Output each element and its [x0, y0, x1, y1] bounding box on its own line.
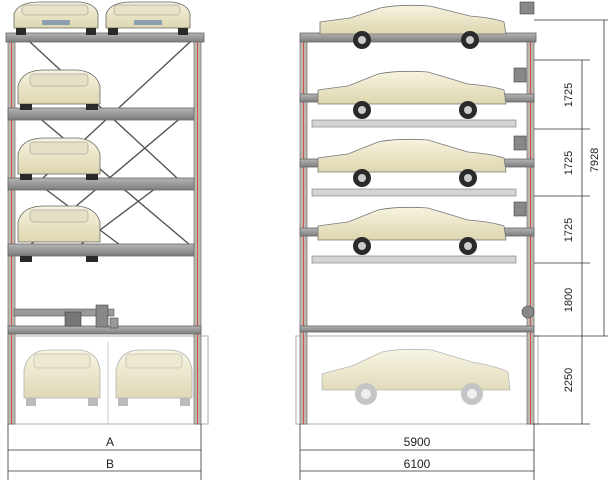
side-lift-mechanisms [513, 1, 535, 319]
level-height-4: 1800 [563, 288, 575, 312]
front-width-label-b: B [106, 457, 114, 471]
front-top-car-left [13, 1, 99, 35]
front-dimensions [7, 424, 202, 480]
side-car-top [319, 4, 507, 49]
front-level-car-2 [17, 137, 101, 180]
side-tray-1 [311, 119, 517, 128]
side-view: 5900 6100 1725 1725 1725 1800 2250 7928 [295, 1, 608, 480]
side-tray-3 [311, 255, 517, 264]
front-view: A B [5, 1, 209, 480]
front-top-beam [5, 32, 205, 43]
side-tray-2 [311, 188, 517, 197]
side-car-level-1 [317, 70, 507, 119]
front-width-label-a: A [106, 435, 114, 449]
side-width-label-6100: 6100 [404, 457, 431, 471]
level-height-2: 1725 [563, 151, 575, 175]
side-width-dimensions [299, 424, 535, 480]
level-height-1: 1725 [563, 83, 575, 107]
front-pit-car-left [23, 349, 101, 406]
front-level-beam-1 [7, 107, 195, 121]
side-pit-outline [295, 335, 539, 425]
front-level-car-1 [17, 69, 101, 110]
front-level-beam-2 [7, 177, 195, 191]
drive-motor [13, 304, 119, 329]
side-car-level-2 [317, 138, 507, 187]
front-level-beam-3 [7, 243, 195, 257]
side-car-pit [321, 348, 511, 405]
side-car-level-3 [317, 206, 507, 255]
level-height-3: 1725 [563, 218, 575, 242]
side-ground-beam [299, 325, 535, 333]
side-width-label-5900: 5900 [404, 435, 431, 449]
side-height-dimensions [534, 19, 608, 425]
total-height-label: 7928 [589, 148, 601, 172]
pit-depth-label: 2250 [563, 368, 575, 392]
front-level-car-3 [17, 205, 101, 262]
front-top-car-right [105, 1, 191, 35]
front-pit-car-right [115, 349, 193, 406]
